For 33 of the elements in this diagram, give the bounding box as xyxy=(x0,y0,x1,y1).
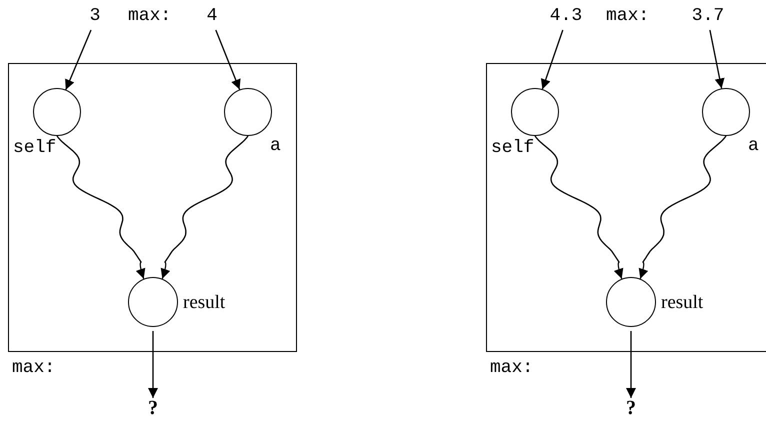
node-label: a xyxy=(270,136,281,156)
input-value: 4.3 xyxy=(548,6,584,26)
arrow xyxy=(709,30,725,89)
circle-node xyxy=(32,88,81,136)
node-label: a xyxy=(748,136,759,156)
arrow xyxy=(638,136,727,279)
circle-node xyxy=(606,276,656,327)
circle-node xyxy=(510,88,559,136)
arrow xyxy=(160,136,249,279)
arrow xyxy=(626,331,636,398)
arrow xyxy=(148,331,158,398)
arrow xyxy=(65,30,92,90)
node-label: max: xyxy=(12,358,56,378)
arrow xyxy=(540,30,564,90)
node-label: result xyxy=(661,293,704,313)
keyword-label: max: xyxy=(128,6,172,26)
circle-node xyxy=(224,88,272,136)
method-box xyxy=(8,63,297,352)
node-label: result xyxy=(183,293,226,313)
output-text: ? xyxy=(622,398,640,420)
arrow xyxy=(215,30,241,90)
node-label: self xyxy=(491,138,534,158)
input-value: 3 xyxy=(86,6,104,26)
circle-node xyxy=(128,276,178,327)
node-label: max: xyxy=(490,358,534,378)
keyword-label: max: xyxy=(606,6,650,26)
arrow xyxy=(534,136,624,279)
input-value: 4 xyxy=(203,6,221,26)
node-label: self xyxy=(13,138,56,158)
input-value: 3.7 xyxy=(690,6,726,26)
output-text: ? xyxy=(144,398,162,420)
method-box xyxy=(486,63,766,352)
arrow xyxy=(56,136,146,279)
